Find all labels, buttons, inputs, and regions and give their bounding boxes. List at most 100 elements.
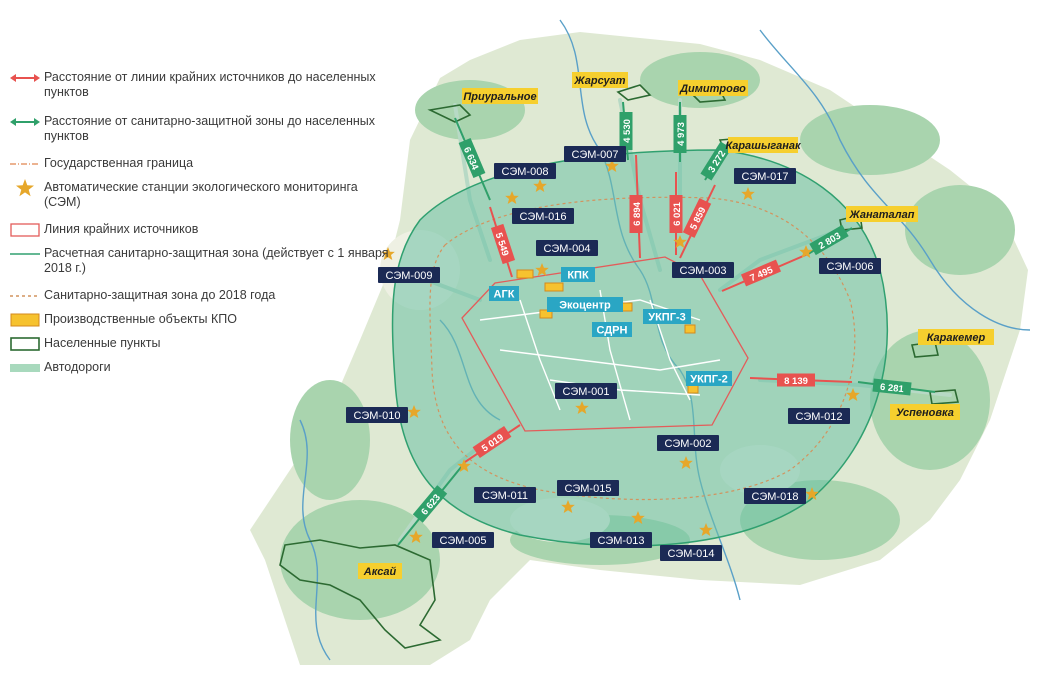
source-line-icon (10, 223, 40, 237)
station-star-icon (699, 523, 713, 536)
distance-badge: 6 281 (872, 378, 912, 396)
facility-label: КПК (561, 267, 595, 282)
svg-text:Аксай: Аксай (363, 566, 397, 578)
station-label: СЭМ-002 (657, 435, 719, 451)
station-star-icon (381, 247, 395, 260)
legend-text: Населенные пункты (44, 336, 161, 350)
legend-item-old-szz: Санитарно-защитная зона до 2018 года (6, 288, 394, 304)
svg-text:СЭМ-010: СЭМ-010 (354, 410, 401, 422)
svg-text:Каракемер: Каракемер (927, 332, 986, 344)
svg-text:СЭМ-009: СЭМ-009 (386, 270, 433, 282)
settlement-icon (10, 337, 40, 351)
svg-text:СДРН: СДРН (597, 325, 628, 337)
station-label: СЭМ-003 (672, 262, 734, 278)
legend-item-red-arrow: Расстояние от линии крайних источников д… (6, 70, 394, 100)
svg-text:СЭМ-003: СЭМ-003 (680, 265, 727, 277)
legend-item-green-arrow: Расстояние от санитарно-защитной зоны до… (6, 114, 394, 144)
station-label: СЭМ-014 (660, 545, 722, 561)
settlement-label: Приуральное (462, 88, 538, 104)
legend-text: Санитарно-защитная зона до 2018 года (44, 288, 276, 302)
svg-text:Жарсуат: Жарсуат (573, 75, 625, 87)
station-label: СЭМ-004 (536, 240, 598, 256)
legend-text: Расстояние от санитарно-защитной зоны до… (44, 114, 375, 143)
svg-text:СЭМ-005: СЭМ-005 (440, 535, 487, 547)
old-sanitary-zone (429, 196, 856, 501)
settlement-label: Жарсуат (572, 72, 628, 88)
svg-text:СЭМ-007: СЭМ-007 (572, 149, 619, 161)
svg-text:УКПГ-2: УКПГ-2 (690, 374, 727, 386)
station-star-icon (561, 500, 575, 513)
legend-text: Государственная граница (44, 156, 194, 170)
facility-label: УКПГ-2 (686, 371, 732, 386)
station-label: СЭМ-016 (512, 208, 574, 224)
station-star-icon (799, 245, 813, 258)
station-stars (381, 159, 860, 543)
distance-badge: 4 973 (673, 115, 687, 153)
station-label: СЭМ-017 (734, 168, 796, 184)
station-label: СЭМ-006 (819, 258, 881, 274)
svg-text:Приуральное: Приуральное (463, 91, 536, 103)
road-icon (10, 364, 40, 372)
station-label: СЭМ-007 (564, 146, 626, 162)
station-label: СЭМ-013 (590, 532, 652, 548)
legend-text: Автоматические станции экологического мо… (44, 180, 358, 209)
svg-text:СЭМ-015: СЭМ-015 (565, 483, 612, 495)
settlement-label: Аксай (358, 563, 402, 579)
legend-text: Автодороги (44, 360, 111, 374)
station-star-icon (457, 459, 471, 472)
station-star-icon (505, 191, 519, 204)
legend-text: Производственные объекты КПО (44, 312, 237, 326)
station-label: СЭМ-012 (788, 408, 850, 424)
border-line-icon (10, 163, 40, 165)
green-arrow-icon (10, 118, 40, 126)
legend-item-szz: Расчетная санитарно-защитная зона (дейст… (6, 246, 394, 276)
svg-text:УКПГ-3: УКПГ-3 (648, 312, 685, 324)
svg-text:Жанаталап: Жанаталап (849, 209, 915, 221)
svg-text:СЭМ-001: СЭМ-001 (563, 386, 610, 398)
station-star-icon (631, 511, 645, 524)
distance-badge: 6 021 (669, 195, 683, 233)
settlement-label: Каракемер (918, 329, 994, 345)
svg-text:СЭМ-013: СЭМ-013 (598, 535, 645, 547)
station-label: СЭМ-009 (378, 267, 440, 283)
legend-text: Линия крайних источников (44, 222, 199, 236)
station-label: СЭМ-008 (494, 163, 556, 179)
source-line (461, 256, 749, 432)
legend-text: Расстояние от линии крайних источников д… (44, 70, 376, 99)
svg-text:СЭМ-004: СЭМ-004 (544, 243, 591, 255)
legend-item-settlements: Населенные пункты (6, 336, 394, 352)
distance-badge: 4 530 (619, 112, 633, 150)
station-label: СЭМ-001 (555, 383, 617, 399)
facility-label: СДРН (592, 322, 632, 337)
svg-text:СЭМ-016: СЭМ-016 (520, 211, 567, 223)
distance-badge: 6 894 (629, 195, 643, 233)
old-szz-line-icon (10, 295, 40, 297)
legend-text: Расчетная санитарно-защитная зона (дейст… (44, 246, 389, 275)
legend-item-objects: Производственные объекты КПО (6, 312, 394, 328)
station-star-icon (605, 159, 619, 172)
svg-text:СЭМ-011: СЭМ-011 (482, 490, 528, 502)
station-star-icon (805, 487, 819, 500)
svg-text:6 281: 6 281 (879, 382, 905, 395)
svg-text:СЭМ-002: СЭМ-002 (665, 438, 712, 450)
star-icon (16, 179, 34, 197)
svg-text:4 973: 4 973 (676, 122, 687, 146)
settlement-label: Жанаталап (846, 206, 918, 222)
station-star-icon (533, 179, 547, 192)
settlement-label: Карашыганак (725, 137, 802, 153)
station-star-icon (575, 401, 589, 414)
settlement-labels: ПриуральноеЖарсуатДимитровоКарашыганакЖа… (358, 72, 994, 579)
legend-item-star: Автоматические станции экологического мо… (6, 179, 394, 210)
station-star-icon (741, 187, 755, 200)
legend-item-source-line: Линия крайних источников (6, 222, 394, 238)
facility-label: УКПГ-3 (643, 309, 691, 324)
svg-text:СЭМ-017: СЭМ-017 (742, 171, 789, 183)
legend-item-border: Государственная граница (6, 156, 394, 172)
svg-text:6 021: 6 021 (672, 201, 683, 225)
facility-icon (10, 313, 40, 327)
svg-text:8 139: 8 139 (784, 376, 808, 387)
svg-text:СЭМ-012: СЭМ-012 (796, 411, 843, 423)
svg-text:Экоцентр: Экоцентр (559, 300, 611, 312)
